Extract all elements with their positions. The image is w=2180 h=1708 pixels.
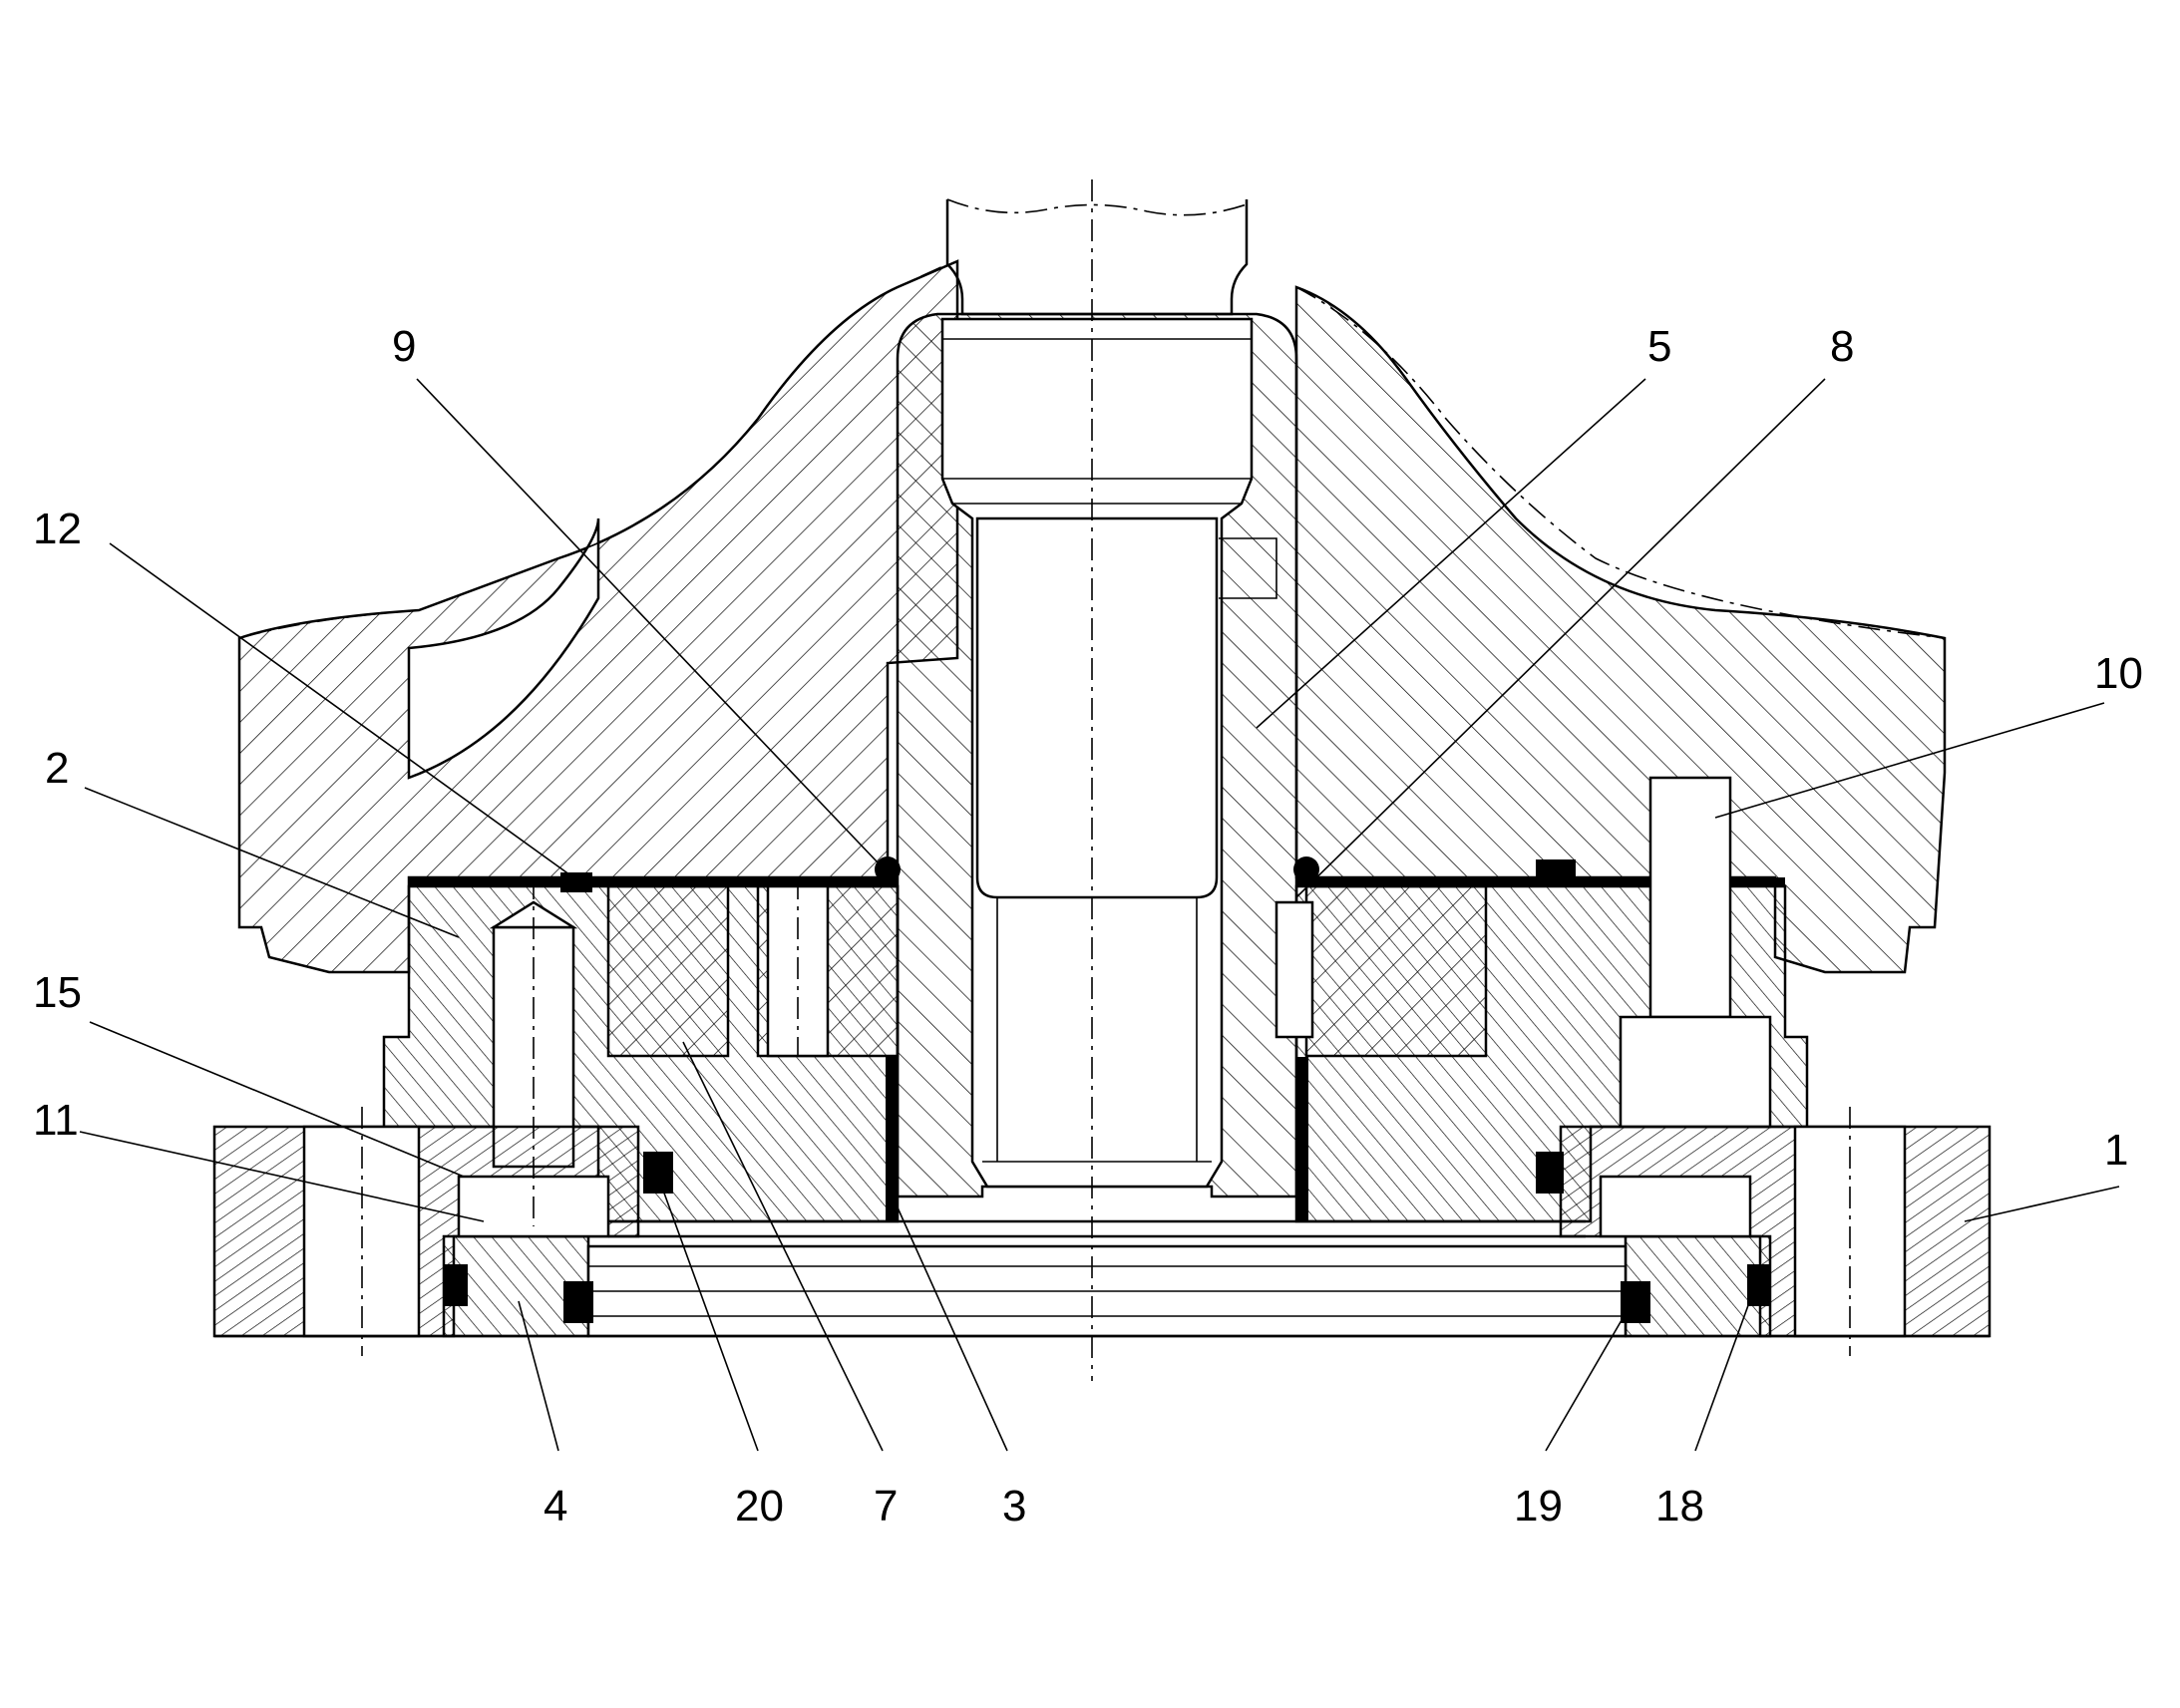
reference-labels: 9 5 8 12 10 2 15 11 1 4 20 7 3 19 18 bbox=[33, 322, 2143, 1531]
label-4: 4 bbox=[544, 1482, 567, 1531]
label-5: 5 bbox=[1647, 322, 1671, 371]
label-12: 12 bbox=[33, 505, 82, 553]
segment-block bbox=[606, 884, 1488, 1058]
label-20: 20 bbox=[735, 1482, 784, 1531]
upper-housing bbox=[237, 259, 1947, 974]
retaining-ring bbox=[442, 1175, 1772, 1338]
label-3: 3 bbox=[1002, 1482, 1026, 1531]
label-1: 1 bbox=[2104, 1126, 2128, 1175]
label-2: 2 bbox=[45, 744, 69, 793]
leader-lines bbox=[79, 378, 2120, 1452]
label-15: 15 bbox=[33, 968, 82, 1017]
label-8: 8 bbox=[1830, 322, 1854, 371]
label-11: 11 bbox=[33, 1096, 79, 1145]
label-10: 10 bbox=[2094, 649, 2143, 698]
label-19: 19 bbox=[1514, 1482, 1563, 1531]
hub-stem bbox=[945, 198, 1249, 316]
annular-seal bbox=[886, 1057, 1308, 1221]
central-shaft bbox=[896, 312, 1298, 1198]
label-9: 9 bbox=[392, 322, 416, 371]
label-18: 18 bbox=[1655, 1482, 1704, 1531]
label-7: 7 bbox=[874, 1482, 898, 1531]
center-lines bbox=[361, 179, 1851, 1381]
seal-plate bbox=[409, 856, 1785, 892]
o-ring-seals bbox=[444, 1152, 1771, 1323]
